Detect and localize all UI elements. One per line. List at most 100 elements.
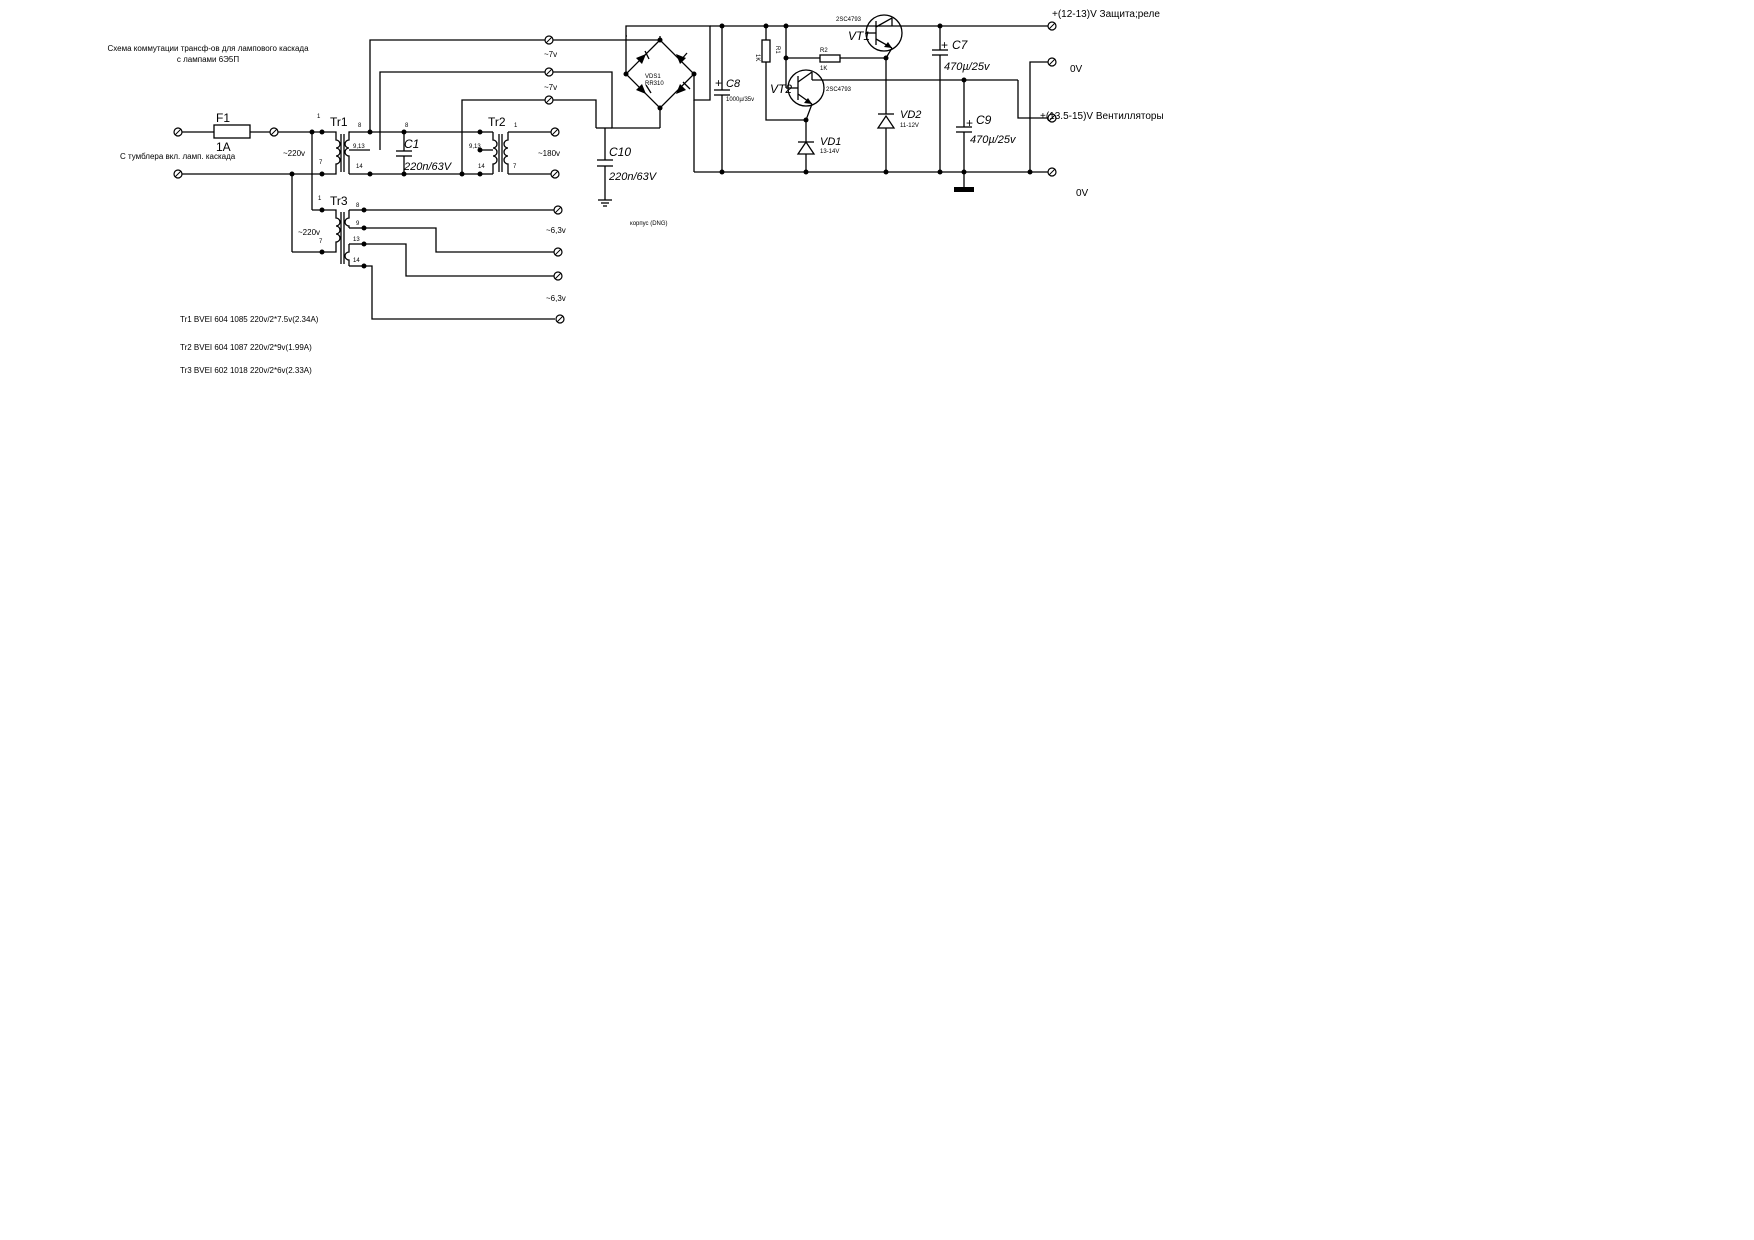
tr3-ref: Tr3 bbox=[330, 194, 348, 208]
ground-label: корпус (DNG) bbox=[630, 221, 668, 227]
transistor-vt2: VT2 2SC4793 bbox=[770, 58, 1018, 121]
tr3-pin-8: 8 bbox=[356, 203, 360, 209]
capacitor-c8: C8 1000µ/35v + bbox=[714, 26, 754, 172]
bridge-diode-3 bbox=[636, 84, 652, 94]
out-terminal-fans[interactable] bbox=[1047, 113, 1057, 123]
tr1-ref: Tr1 bbox=[330, 115, 348, 129]
transformer-tr3: Tr3 1 7 8 9 13 14 ~220v ~6,3v ~6,3v bbox=[298, 194, 566, 324]
bridge-rectifier: VDS1 RR310 bbox=[623, 25, 711, 128]
ac7-terminal-mid[interactable] bbox=[544, 67, 554, 77]
tr2-pin-14: 14 bbox=[478, 164, 485, 170]
ac7-terminal-low[interactable] bbox=[544, 95, 554, 105]
c10-ref: C10 bbox=[609, 145, 631, 159]
vd2-value: 11-12V bbox=[900, 123, 919, 129]
svg-text:+: + bbox=[941, 38, 948, 52]
tr3-mains-label: ~220v bbox=[298, 228, 320, 237]
bridge-part: RR310 bbox=[645, 81, 664, 87]
tr2-pin-8: 8 bbox=[405, 123, 409, 129]
vt2-part: 2SC4793 bbox=[826, 87, 852, 93]
r1-ref: R1 bbox=[774, 46, 780, 54]
outputs: +(12-13)V Защита;реле 0V +(13.5-15)V Вен… bbox=[1017, 9, 1164, 199]
tr3-pin-14: 14 bbox=[353, 258, 360, 264]
r1-value: 1K bbox=[754, 54, 760, 61]
capacitor-c7: + C7 470µ/25v bbox=[932, 26, 991, 172]
resistor-r2: R2 1K bbox=[783, 26, 889, 72]
tr3-terminal-3[interactable] bbox=[553, 271, 563, 281]
out-relay-label: +(12-13)V Защита;реле bbox=[1052, 9, 1160, 20]
out-terminal-relay[interactable] bbox=[1047, 21, 1057, 31]
tr1-pin-14: 14 bbox=[356, 164, 363, 170]
tr2-pin-913: 9,13 bbox=[469, 144, 481, 150]
c7-value: 470µ/25v bbox=[944, 61, 991, 73]
tr2-out-label: ~180v bbox=[538, 149, 560, 158]
tr3-terminal-2[interactable] bbox=[553, 247, 563, 257]
transformer-tr1: Tr1 1 7 8 9,13 14 bbox=[317, 114, 373, 177]
input-terminal-top[interactable] bbox=[173, 127, 183, 137]
note-tr3: Tr3 BVEI 602 1018 220v/2*6v(2.33A) bbox=[180, 366, 312, 375]
out-terminal-zero-2[interactable] bbox=[1047, 167, 1057, 177]
note-tr2: Tr2 BVEI 604 1087 220v/2*9v(1.99A) bbox=[180, 343, 312, 352]
c1-value: 220n/63V bbox=[403, 161, 453, 173]
tr3-out1-label: ~6,3v bbox=[546, 226, 566, 235]
vd1-value: 13-14V bbox=[820, 149, 839, 155]
bridge-ref: VDS1 bbox=[645, 74, 661, 80]
out-zero-2-label: 0V bbox=[1076, 188, 1089, 199]
title-line-1: Схема коммутации трансф-ов для лампового… bbox=[107, 44, 309, 53]
out-fans-label: +(13.5-15)V Вентилляторы bbox=[1040, 111, 1164, 122]
capacitor-c9: + C9 470µ/25v bbox=[954, 77, 1017, 192]
c8-value: 1000µ/35v bbox=[726, 97, 754, 103]
vt1-ref: VT1 bbox=[848, 29, 870, 43]
vt1-part: 2SC4793 bbox=[836, 17, 862, 23]
input-section: F1 1A С тумблера вкл. ламп. каскада ~220… bbox=[120, 111, 330, 255]
c9-value: 470µ/25v bbox=[970, 134, 1017, 146]
fuse-f1 bbox=[213, 124, 251, 139]
fuse-value: 1A bbox=[216, 140, 231, 154]
bridge-diode-4 bbox=[676, 81, 691, 94]
tr1-pin-913: 9,13 bbox=[353, 144, 365, 150]
c8-ref: C8 bbox=[726, 78, 741, 90]
transistor-vt1: VT1 2SC4793 bbox=[836, 14, 903, 114]
r2-value: 1K bbox=[820, 66, 827, 72]
zener-vd2: VD2 11-12V bbox=[876, 109, 921, 172]
ac7-terminal-top[interactable] bbox=[544, 35, 554, 45]
title-line-2: с лампами 6Э5П bbox=[177, 55, 239, 64]
tr3-terminal-1[interactable] bbox=[553, 205, 563, 215]
out-zero-1-label: 0V bbox=[1070, 64, 1083, 75]
ac7-label-1: ~7v bbox=[544, 50, 557, 59]
chassis-ground-bar bbox=[954, 187, 974, 192]
tr3-terminal-4[interactable] bbox=[555, 314, 565, 324]
vd2-ref: VD2 bbox=[900, 109, 921, 121]
tr3-pin-9: 9 bbox=[356, 221, 360, 227]
tr2-pin-7: 7 bbox=[513, 164, 517, 170]
ac7-label-2: ~7v bbox=[544, 83, 557, 92]
resistor-r1: R1 1K bbox=[754, 26, 806, 121]
input-terminal-bottom[interactable] bbox=[173, 169, 183, 179]
tr2-out-terminal-1[interactable] bbox=[550, 127, 560, 137]
svg-text:+: + bbox=[715, 76, 722, 90]
tr1-tr2-link: C1 220n/63V 8 bbox=[370, 123, 480, 177]
vt2-ref: VT2 bbox=[770, 82, 792, 96]
tr3-pin-7: 7 bbox=[319, 239, 323, 245]
fuse-terminal[interactable] bbox=[269, 127, 279, 137]
fuse-ref: F1 bbox=[216, 111, 230, 125]
c10-value: 220n/63V bbox=[608, 171, 658, 183]
c1-ref: C1 bbox=[404, 137, 419, 151]
out-terminal-zero-1[interactable] bbox=[1047, 57, 1057, 67]
tr2-out-terminal-2[interactable] bbox=[550, 169, 560, 179]
input-label: С тумблера вкл. ламп. каскада bbox=[120, 152, 236, 161]
bridge-diode-2 bbox=[676, 52, 688, 64]
r2-ref: R2 bbox=[820, 48, 828, 54]
bridge-diode-1 bbox=[636, 50, 650, 64]
tr3-out2-label: ~6,3v bbox=[546, 294, 566, 303]
tr3-pin-1: 1 bbox=[318, 196, 322, 202]
tr1-pin-1: 1 bbox=[317, 114, 321, 120]
zener-vd1: VD1 13-14V bbox=[796, 117, 841, 172]
mains-label: ~220v bbox=[283, 149, 305, 158]
ac7-wiring: ~7v ~7v C10 220n/63V корпус (DNG) bbox=[369, 35, 668, 227]
tr2-pin-1: 1 bbox=[514, 123, 518, 129]
c9-ref: C9 bbox=[976, 113, 992, 127]
transformer-notes: Tr1 BVEI 604 1085 220v/2*7.5v(2.34A) Tr2… bbox=[180, 315, 319, 375]
transformer-tr2: Tr2 9,13 14 1 7 ~180v bbox=[469, 115, 560, 179]
